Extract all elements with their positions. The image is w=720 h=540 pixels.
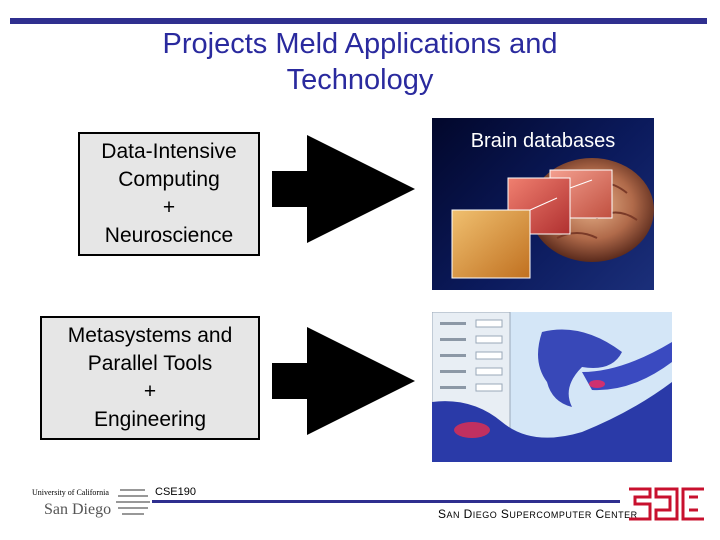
engineering-simulation-image <box>432 312 672 462</box>
box-line: Parallel Tools <box>87 352 213 375</box>
arrow-right-icon <box>272 327 415 435</box>
sdsc-letter: S <box>500 507 510 521</box>
top-rule <box>10 18 707 24</box>
box-line: Engineering <box>93 408 207 431</box>
box-line: + <box>143 380 157 403</box>
title-line-1: Projects Meld Applications and <box>162 28 558 60</box>
sdsc-logo <box>629 487 704 521</box>
simulation-illustration <box>432 312 672 462</box>
sdsc-letter: C <box>595 507 605 521</box>
brain-databases-label: Brain databases <box>470 130 616 152</box>
box-engineering: Metasystems and Parallel Tools + Enginee… <box>40 316 260 440</box>
box-neuroscience: Data-Intensive Computing + Neuroscience <box>78 132 260 256</box>
uc-san-diego-logo: University of California San Diego <box>32 488 150 518</box>
footer-rule <box>152 500 620 503</box>
title-line-2: Technology <box>286 64 434 96</box>
svg-text:San Diego: San Diego <box>44 501 111 518</box>
sdsc-word: IEGO <box>472 510 498 520</box>
course-label: CSE190 <box>155 486 196 498</box>
box-line: + <box>162 196 176 219</box>
box-line: Computing <box>118 168 220 191</box>
brain-databases-image: Brain databases <box>432 118 654 290</box>
sdsc-word: UPERCOMPUTER <box>509 510 592 520</box>
arrow-right-icon <box>272 135 415 243</box>
brain-illustration <box>451 158 654 279</box>
box-line: Neuroscience <box>104 224 234 247</box>
sdsc-name: SAN DIEGO SUPERCOMPUTER CENTER <box>438 507 638 521</box>
box-line: Data-Intensive <box>101 140 237 163</box>
sdsc-letter: S <box>438 507 447 521</box>
sdsc-word: ENTER <box>604 510 638 520</box>
sdsc-letter: D <box>463 507 473 521</box>
page-title: Projects Meld Applications and Technolog… <box>0 26 720 98</box>
svg-text:University of California: University of California <box>32 488 109 497</box>
sdsc-word: AN <box>446 510 461 520</box>
box-line: Metasystems and <box>67 324 233 347</box>
